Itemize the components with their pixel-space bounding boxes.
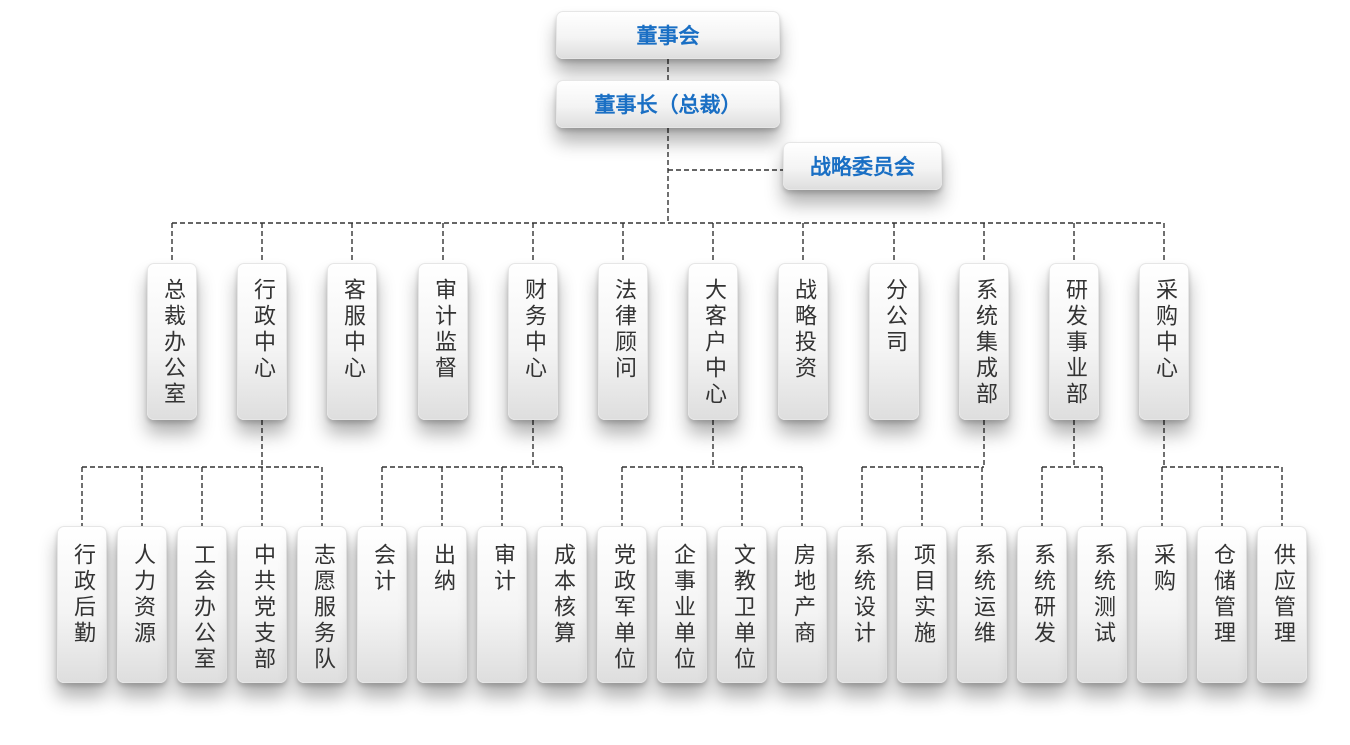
sub-unit-label: 文教卫单位	[730, 543, 755, 673]
sub-unit-box[interactable]: 出纳	[417, 526, 467, 683]
sub-unit-label: 会计	[370, 543, 395, 595]
sub-unit-label: 系统测试	[1090, 543, 1115, 647]
strategy-committee-box[interactable]: 战略委员会	[783, 142, 942, 190]
sub-unit-box[interactable]: 系统研发	[1017, 526, 1067, 683]
dept-label: 行政中心	[250, 278, 275, 382]
dept-label: 系统集成部	[972, 278, 997, 408]
sub-unit-label: 工会办公室	[190, 543, 215, 673]
sub-unit-box[interactable]: 中共党支部	[237, 526, 287, 683]
sub-unit-label: 审计	[490, 543, 515, 595]
dept-label: 总裁办公室	[160, 278, 185, 408]
dept-label: 法律顾问	[611, 278, 636, 382]
sub-unit-box[interactable]: 审计	[477, 526, 527, 683]
dept-box[interactable]: 系统集成部	[959, 263, 1009, 420]
dept-box[interactable]: 分公司	[869, 263, 919, 420]
sub-unit-box[interactable]: 会计	[357, 526, 407, 683]
sub-unit-box[interactable]: 党政军单位	[597, 526, 647, 683]
sub-unit-box[interactable]: 系统测试	[1077, 526, 1127, 683]
sub-unit-label: 行政后勤	[70, 543, 95, 647]
board-label: 董事会	[636, 24, 700, 48]
dept-label: 大客户中心	[701, 278, 726, 408]
sub-unit-box[interactable]: 系统设计	[837, 526, 887, 683]
sub-unit-label: 企事业单位	[670, 543, 695, 673]
sub-unit-label: 出纳	[430, 543, 455, 595]
dept-label: 财务中心	[521, 278, 546, 382]
sub-unit-label: 中共党支部	[250, 543, 275, 673]
sub-unit-label: 人力资源	[130, 543, 155, 647]
dept-box[interactable]: 审计监督	[418, 263, 468, 420]
sub-unit-box[interactable]: 房地产商	[777, 526, 827, 683]
dept-label: 研发事业部	[1062, 278, 1087, 408]
chairman-box[interactable]: 董事长（总裁）	[556, 80, 780, 128]
sub-unit-label: 党政军单位	[610, 543, 635, 673]
dept-box[interactable]: 总裁办公室	[147, 263, 197, 420]
sub-unit-box[interactable]: 行政后勤	[57, 526, 107, 683]
dept-box[interactable]: 大客户中心	[688, 263, 738, 420]
sub-unit-label: 仓储管理	[1210, 543, 1235, 647]
sub-unit-label: 成本核算	[550, 543, 575, 647]
sub-unit-box[interactable]: 供应管理	[1257, 526, 1307, 683]
dept-box[interactable]: 财务中心	[508, 263, 558, 420]
dept-box[interactable]: 行政中心	[237, 263, 287, 420]
sub-unit-box[interactable]: 项目实施	[897, 526, 947, 683]
dept-label: 客服中心	[340, 278, 365, 382]
dept-label: 采购中心	[1152, 278, 1177, 382]
sub-unit-box[interactable]: 文教卫单位	[717, 526, 767, 683]
sub-unit-label: 系统设计	[850, 543, 875, 647]
sub-unit-box[interactable]: 系统运维	[957, 526, 1007, 683]
sub-unit-box[interactable]: 人力资源	[117, 526, 167, 683]
dept-label: 审计监督	[431, 278, 456, 382]
dept-label: 战略投资	[791, 278, 816, 382]
sub-unit-box[interactable]: 志愿服务队	[297, 526, 347, 683]
sub-unit-box[interactable]: 成本核算	[537, 526, 587, 683]
dept-box[interactable]: 战略投资	[778, 263, 828, 420]
sub-unit-label: 采购	[1150, 543, 1175, 595]
sub-unit-box[interactable]: 采购	[1137, 526, 1187, 683]
sub-unit-box[interactable]: 仓储管理	[1197, 526, 1247, 683]
sub-unit-label: 系统研发	[1030, 543, 1055, 647]
strategy-committee-label: 战略委员会	[810, 155, 915, 179]
sub-unit-label: 房地产商	[790, 543, 815, 647]
sub-unit-label: 志愿服务队	[310, 543, 335, 673]
sub-unit-label: 供应管理	[1270, 543, 1295, 647]
dept-box[interactable]: 法律顾问	[598, 263, 648, 420]
sub-unit-box[interactable]: 工会办公室	[177, 526, 227, 683]
chairman-label: 董事长（总裁）	[594, 93, 742, 117]
dept-box[interactable]: 客服中心	[327, 263, 377, 420]
sub-unit-label: 系统运维	[970, 543, 995, 647]
sub-unit-label: 项目实施	[910, 543, 935, 647]
dept-box[interactable]: 研发事业部	[1049, 263, 1099, 420]
sub-unit-box[interactable]: 企事业单位	[657, 526, 707, 683]
dept-box[interactable]: 采购中心	[1139, 263, 1189, 420]
board-box[interactable]: 董事会	[556, 11, 780, 59]
dept-label: 分公司	[882, 278, 907, 356]
